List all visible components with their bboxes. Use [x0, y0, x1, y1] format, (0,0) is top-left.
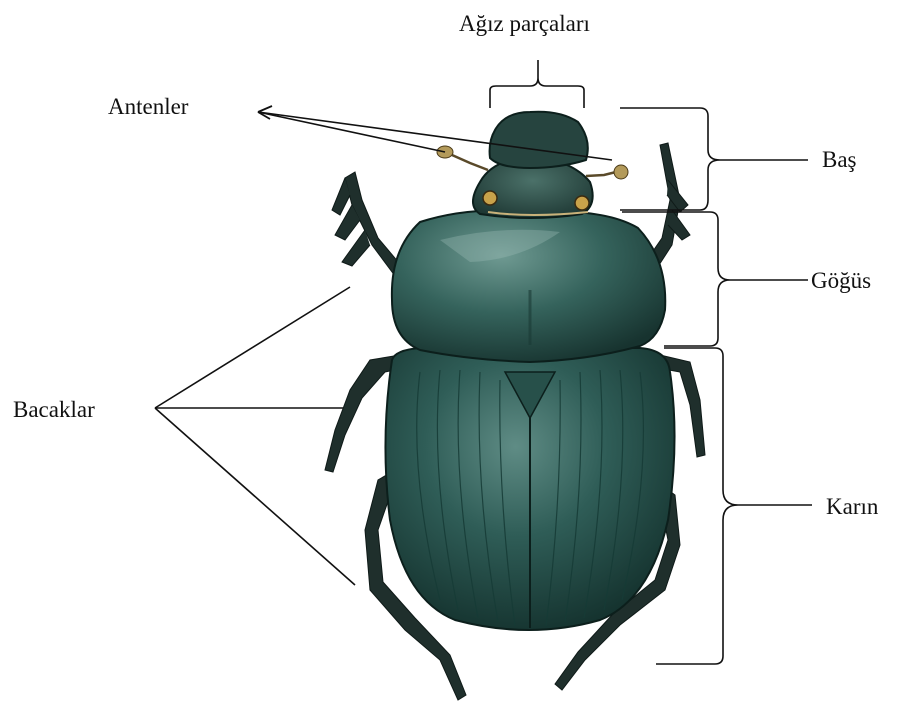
clypeus	[490, 112, 588, 168]
head-group	[473, 112, 593, 218]
abdomen-bracket	[656, 348, 812, 664]
right-antenna-club	[614, 165, 628, 179]
abdomen-label: Karın	[826, 495, 878, 518]
elytra-group	[385, 348, 674, 630]
left-eye	[483, 191, 497, 205]
right-eye	[575, 196, 589, 210]
mouthparts-label: Ağız parçaları	[459, 12, 590, 35]
antennae-label: Antenler	[108, 95, 188, 118]
left-antenna	[452, 155, 488, 170]
head-bracket	[620, 108, 808, 210]
mouthparts-bracket	[490, 60, 584, 108]
legs-line-top	[155, 287, 350, 408]
thorax-label: Göğüs	[811, 269, 871, 292]
head-label: Baş	[822, 148, 857, 171]
right-antenna	[586, 172, 616, 176]
legs-line-bottom	[155, 408, 355, 585]
legs-label: Bacaklar	[13, 398, 95, 421]
antennae-arrow-lower	[258, 112, 445, 152]
